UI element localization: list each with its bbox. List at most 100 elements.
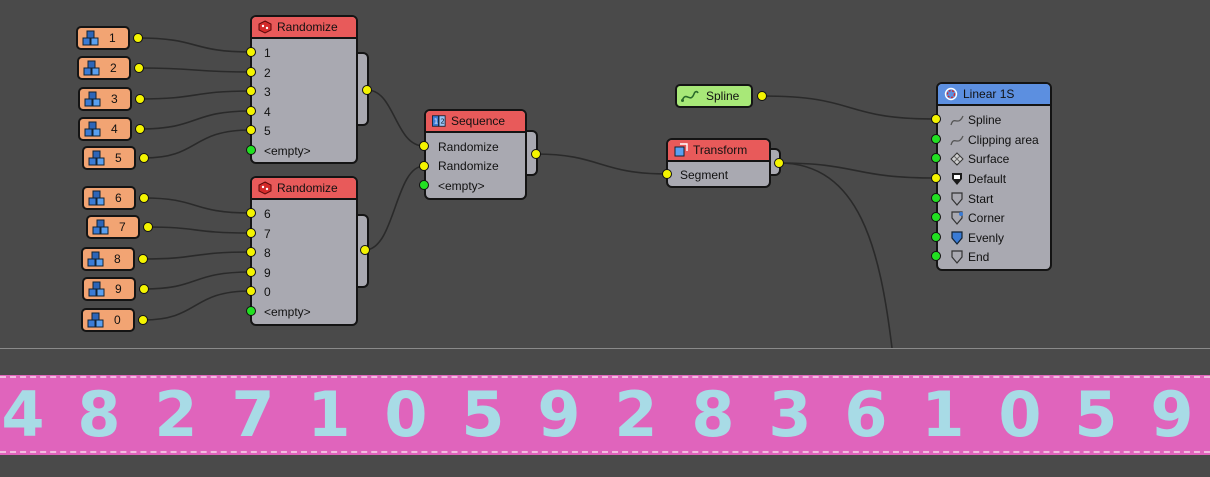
input-port[interactable] [931, 134, 941, 144]
input-row: Segment [680, 168, 729, 182]
input-row: 9 [264, 266, 271, 280]
output-port[interactable] [138, 315, 148, 325]
source-label: 7 [119, 220, 126, 234]
node-header[interactable]: Transform [668, 140, 769, 162]
output-port[interactable] [133, 33, 143, 43]
input-row: Randomize [438, 159, 499, 173]
input-port[interactable] [246, 86, 256, 96]
input-port[interactable] [246, 286, 256, 296]
input-port[interactable] [246, 208, 256, 218]
cubes-icon [88, 150, 105, 166]
input-port[interactable] [246, 125, 256, 135]
input-port[interactable] [931, 153, 941, 163]
node-header[interactable]: Linear 1S [938, 84, 1050, 106]
node-title: Sequence [451, 114, 506, 128]
source-node-0[interactable]: 0 [81, 308, 135, 332]
surface-icon [950, 152, 964, 166]
source-node-4[interactable]: 4 [78, 117, 132, 141]
wire-5-r1 [143, 129, 252, 159]
input-port[interactable] [246, 106, 256, 116]
randomize-node-2[interactable]: Randomize 6 7 8 9 0 <empty> [250, 176, 358, 326]
start-tile-icon [951, 192, 963, 206]
source-node-2[interactable]: 2 [77, 56, 131, 80]
input-port-empty[interactable] [246, 145, 256, 155]
output-port[interactable] [531, 149, 541, 159]
wire-transform-linear [778, 162, 937, 179]
input-port[interactable] [931, 251, 941, 261]
output-port[interactable] [143, 222, 153, 232]
source-node-7[interactable]: 7 [86, 215, 140, 239]
corner-tile-icon [951, 211, 963, 225]
output-port[interactable] [757, 91, 767, 101]
cubes-icon [88, 281, 105, 297]
randomize-node-1[interactable]: Randomize 1 2 3 4 5 <empty> [250, 15, 358, 164]
node-editor-canvas[interactable]: 1 2 3 4 5 [0, 0, 1210, 349]
sequence-node[interactable]: 1 2 Sequence Randomize Randomize <empty> [424, 109, 527, 200]
output-port[interactable] [360, 245, 370, 255]
preview-digit: 0 [998, 378, 1042, 451]
output-port[interactable] [135, 124, 145, 134]
wire-7-r2 [147, 226, 252, 234]
input-port[interactable] [246, 228, 256, 238]
node-header[interactable]: Randomize [252, 17, 356, 39]
input-row-empty: <empty> [264, 144, 311, 158]
transform-icon [674, 143, 688, 157]
source-node-8[interactable]: 8 [81, 247, 135, 271]
strip-border-top [0, 376, 1210, 378]
input-port[interactable] [931, 193, 941, 203]
spline-icon [681, 90, 699, 102]
input-port[interactable] [931, 114, 941, 124]
preview-digit: 9 [1150, 378, 1194, 451]
input-port-empty[interactable] [419, 180, 429, 190]
node-header[interactable]: Randomize [252, 178, 356, 200]
source-label: 1 [109, 31, 116, 45]
source-node-1[interactable]: 1 [76, 26, 130, 50]
wire-4-r1 [139, 110, 252, 130]
input-port-empty[interactable] [246, 306, 256, 316]
source-node-6[interactable]: 6 [82, 186, 136, 210]
output-port[interactable] [139, 284, 149, 294]
input-port[interactable] [931, 212, 941, 222]
output-port[interactable] [139, 193, 149, 203]
output-port[interactable] [139, 153, 149, 163]
input-port[interactable] [931, 232, 941, 242]
input-port[interactable] [419, 161, 429, 171]
dice-icon [258, 20, 272, 34]
input-row: 5 [264, 124, 271, 138]
svg-text:1: 1 [434, 118, 438, 126]
source-node-9[interactable]: 9 [82, 277, 136, 301]
output-port[interactable] [774, 158, 784, 168]
preview-digit: 2 [614, 378, 658, 451]
preview-digit: 2 [154, 378, 198, 451]
output-port[interactable] [362, 85, 372, 95]
node-header[interactable]: 1 2 Sequence [426, 111, 525, 133]
preview-digit: 9 [537, 378, 581, 451]
input-port[interactable] [419, 141, 429, 151]
input-port[interactable] [246, 67, 256, 77]
transform-node[interactable]: Transform Segment [666, 138, 771, 188]
output-port[interactable] [138, 254, 148, 264]
sequence-icon: 1 2 [432, 115, 446, 127]
output-port[interactable] [134, 63, 144, 73]
preview-digit: 0 [384, 378, 428, 451]
source-node-5[interactable]: 5 [82, 146, 136, 170]
source-node-3[interactable]: 3 [78, 87, 132, 111]
spline-icon [950, 115, 964, 126]
input-port[interactable] [931, 173, 941, 183]
preview-strip: 4 8 2 7 1 0 5 9 2 8 3 6 1 0 5 9 [0, 375, 1210, 455]
spline-source-node[interactable]: Spline [675, 84, 753, 108]
source-label: 2 [110, 61, 117, 75]
preview-digit: 5 [461, 378, 505, 451]
input-port[interactable] [246, 247, 256, 257]
output-port[interactable] [135, 94, 145, 104]
input-row: 6 [264, 207, 271, 221]
evenly-tile-icon [951, 231, 963, 245]
input-row: 8 [264, 246, 271, 260]
cubes-icon [92, 219, 109, 235]
wire-0-r2 [142, 290, 252, 321]
input-port[interactable] [246, 267, 256, 277]
input-port[interactable] [246, 47, 256, 57]
input-port[interactable] [662, 169, 672, 179]
linear-1s-node[interactable]: Linear 1S Spline Clipping area Surface D… [936, 82, 1052, 271]
input-row-evenly: Evenly [950, 230, 1004, 246]
